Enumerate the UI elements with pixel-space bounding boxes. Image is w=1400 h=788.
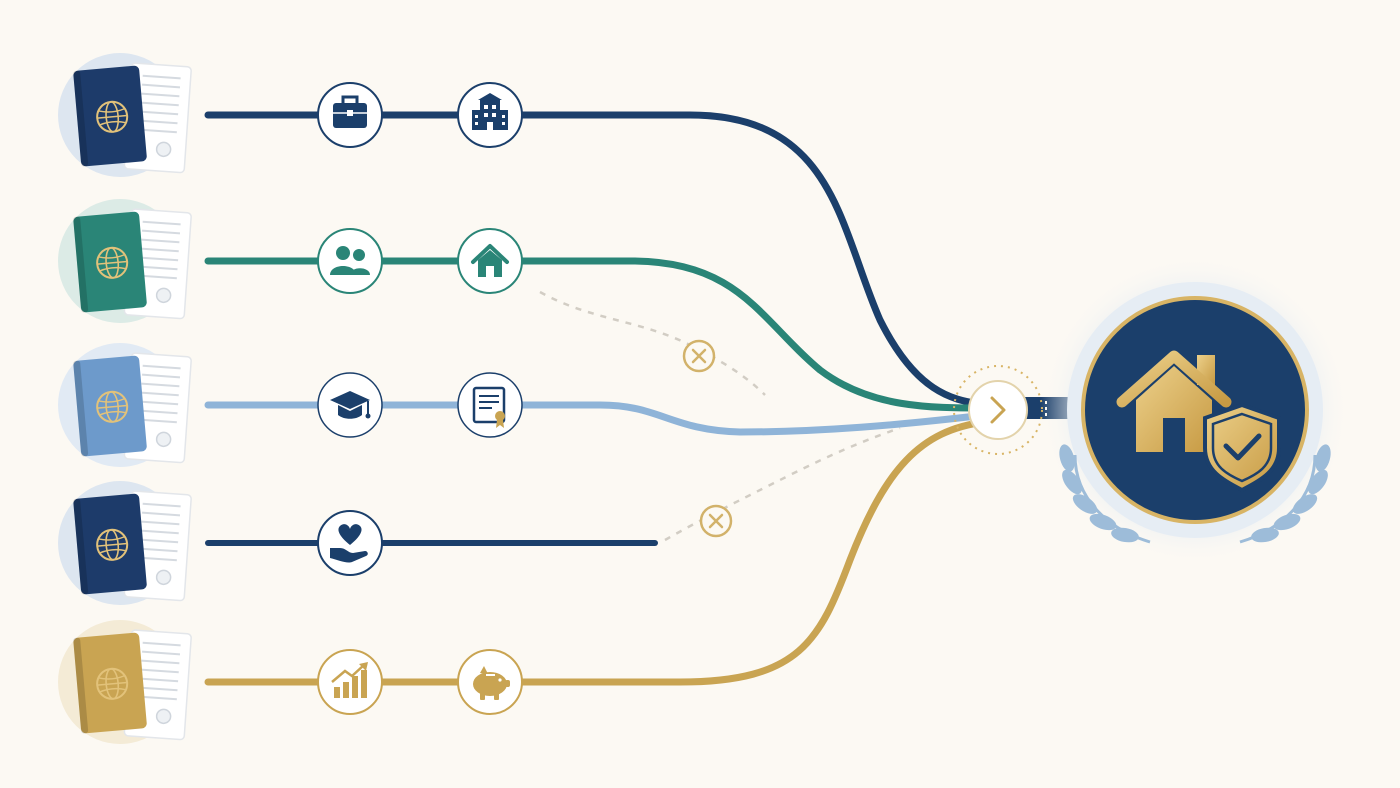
rejected-branch-4 (664, 426, 901, 542)
certificate-icon (472, 386, 506, 428)
passport-icon (73, 493, 147, 595)
rejection-marker-1 (682, 339, 716, 373)
step-node-1-2[interactable] (457, 82, 523, 148)
passport-icon (73, 211, 147, 313)
passport-icon (73, 355, 147, 457)
growth-chart-icon (331, 662, 368, 698)
heart-in-hand-icon (330, 524, 368, 563)
graduation-cap-icon (330, 391, 371, 419)
rejection-marker-2 (699, 504, 733, 538)
step-node-4-1[interactable] (317, 510, 383, 576)
globe-icon (96, 100, 129, 133)
chevron-right-icon (990, 396, 1006, 424)
step-node-3-2[interactable] (457, 372, 523, 438)
step-node-5-2[interactable] (457, 649, 523, 715)
path-line-2 (204, 257, 989, 412)
goal-node[interactable] (1040, 255, 1350, 565)
office-building-icon (472, 93, 508, 130)
house-icon (1116, 350, 1232, 452)
globe-icon (96, 667, 129, 700)
briefcase-icon (333, 95, 367, 128)
house-icon (471, 244, 509, 277)
passport-5 (58, 620, 192, 744)
path-line-1 (204, 111, 989, 409)
rejected-branch-2 (539, 290, 766, 396)
shield-check-icon (1203, 402, 1281, 493)
passport-2 (58, 199, 192, 323)
step-node-1-1[interactable] (317, 82, 383, 148)
step-node-5-1[interactable] (317, 649, 383, 715)
laurel-wreath-icon (1059, 444, 1331, 544)
globe-icon (96, 390, 129, 423)
path-line-5 (204, 418, 989, 686)
path-line-3 (204, 401, 989, 436)
x-circle-icon (708, 513, 724, 529)
piggy-bank-icon (473, 666, 510, 700)
step-node-2-2[interactable] (457, 228, 523, 294)
globe-icon (96, 528, 129, 561)
passport-3 (58, 343, 192, 467)
passport-4 (58, 481, 192, 605)
globe-icon (96, 246, 129, 279)
x-circle-icon (691, 348, 707, 364)
family-icon (330, 246, 370, 275)
passport-icon (73, 65, 147, 167)
step-node-2-1[interactable] (317, 228, 383, 294)
passports-column (58, 53, 192, 744)
step-node-3-1[interactable] (317, 372, 383, 438)
passport-icon (73, 632, 147, 734)
passport-1 (58, 53, 192, 177)
